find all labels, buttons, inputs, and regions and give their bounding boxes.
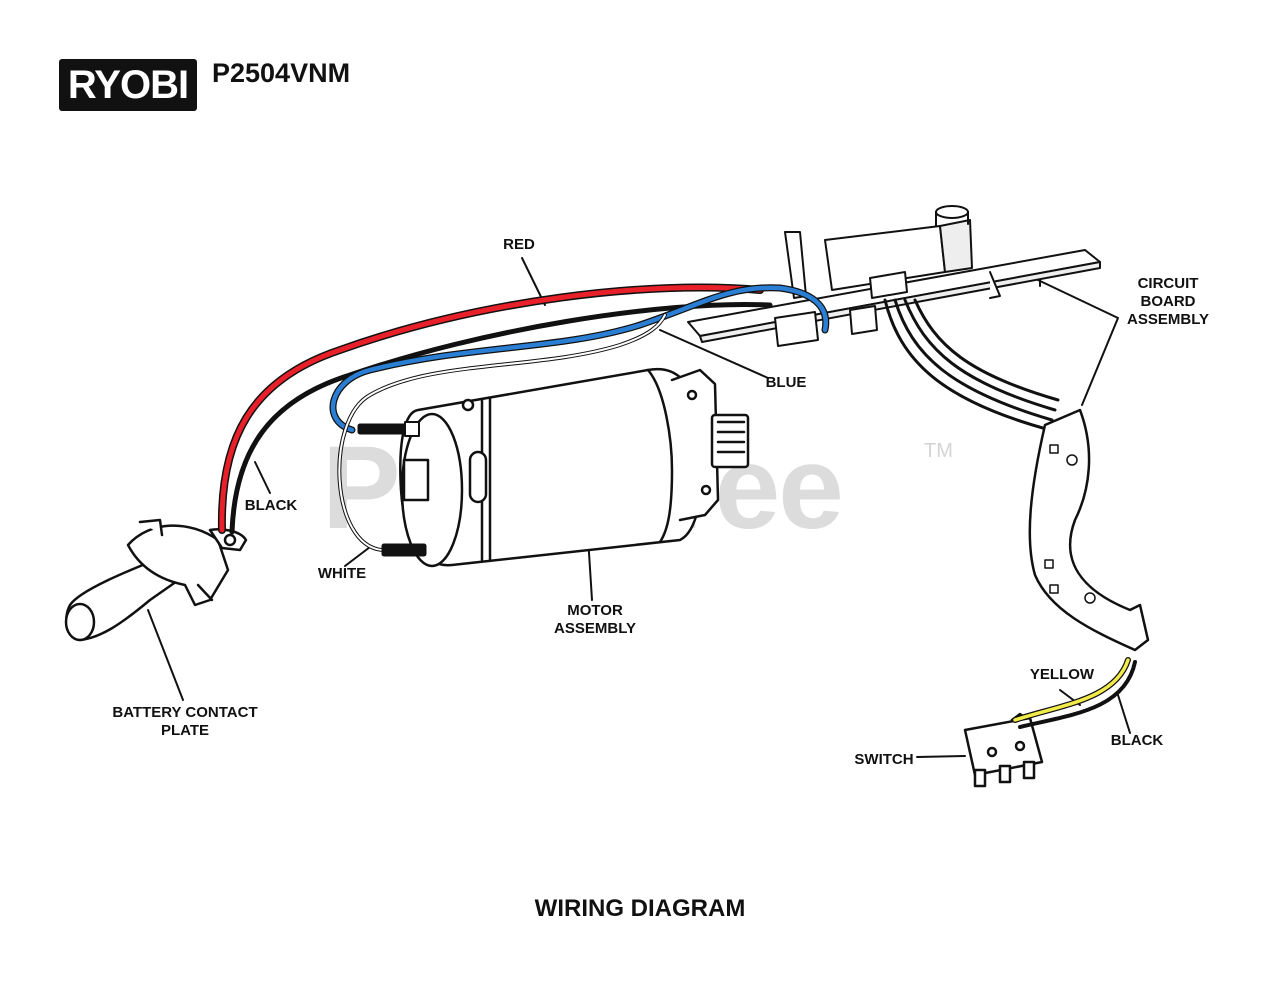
ryobi-logo: RYOBI [59,59,197,111]
pcb-contacts [1044,444,1096,604]
model-number: P2504VNM [212,58,351,88]
battery-contact-plate [64,518,248,642]
label-circuit-board-line2: BOARD [1140,293,1196,310]
diagram-title: WIRING DIAGRAM [534,895,746,922]
board-ribbon-wires [883,298,1060,432]
motor-connectors [357,421,427,557]
label-motor-line2: ASSEMBLY [554,620,636,637]
leader-lines [147,257,1131,758]
label-black-left: BLACK [244,497,298,514]
label-circuit-board-line1: CIRCUIT [1137,275,1199,292]
label-battery-contact-plate: BATTERY CONTACT PLATE [105,704,265,740]
label-yellow: YELLOW [1029,666,1095,683]
label-circuit-board-assembly: CIRCUIT BOARD ASSEMBLY [1118,275,1218,329]
label-battery-line1: BATTERY CONTACT [112,704,258,721]
label-motor-assembly: MOTOR ASSEMBLY [545,602,645,638]
curved-pcb [1028,408,1150,652]
label-white: WHITE [317,565,367,582]
motor-assembly [399,367,750,568]
label-blue: BLUE [765,374,807,391]
label-red: RED [503,236,535,253]
wires [217,283,1137,729]
label-switch: SWITCH [854,751,914,768]
label-battery-line2: PLATE [160,722,210,739]
label-circuit-board-line3: ASSEMBLY [1127,311,1209,328]
watermark-tm: TM [924,440,953,462]
black-wire-right [1018,660,1137,729]
circuit-board-assembly [687,205,1101,347]
label-motor-line1: MOTOR [567,602,623,619]
label-black-right: BLACK [1110,732,1164,749]
